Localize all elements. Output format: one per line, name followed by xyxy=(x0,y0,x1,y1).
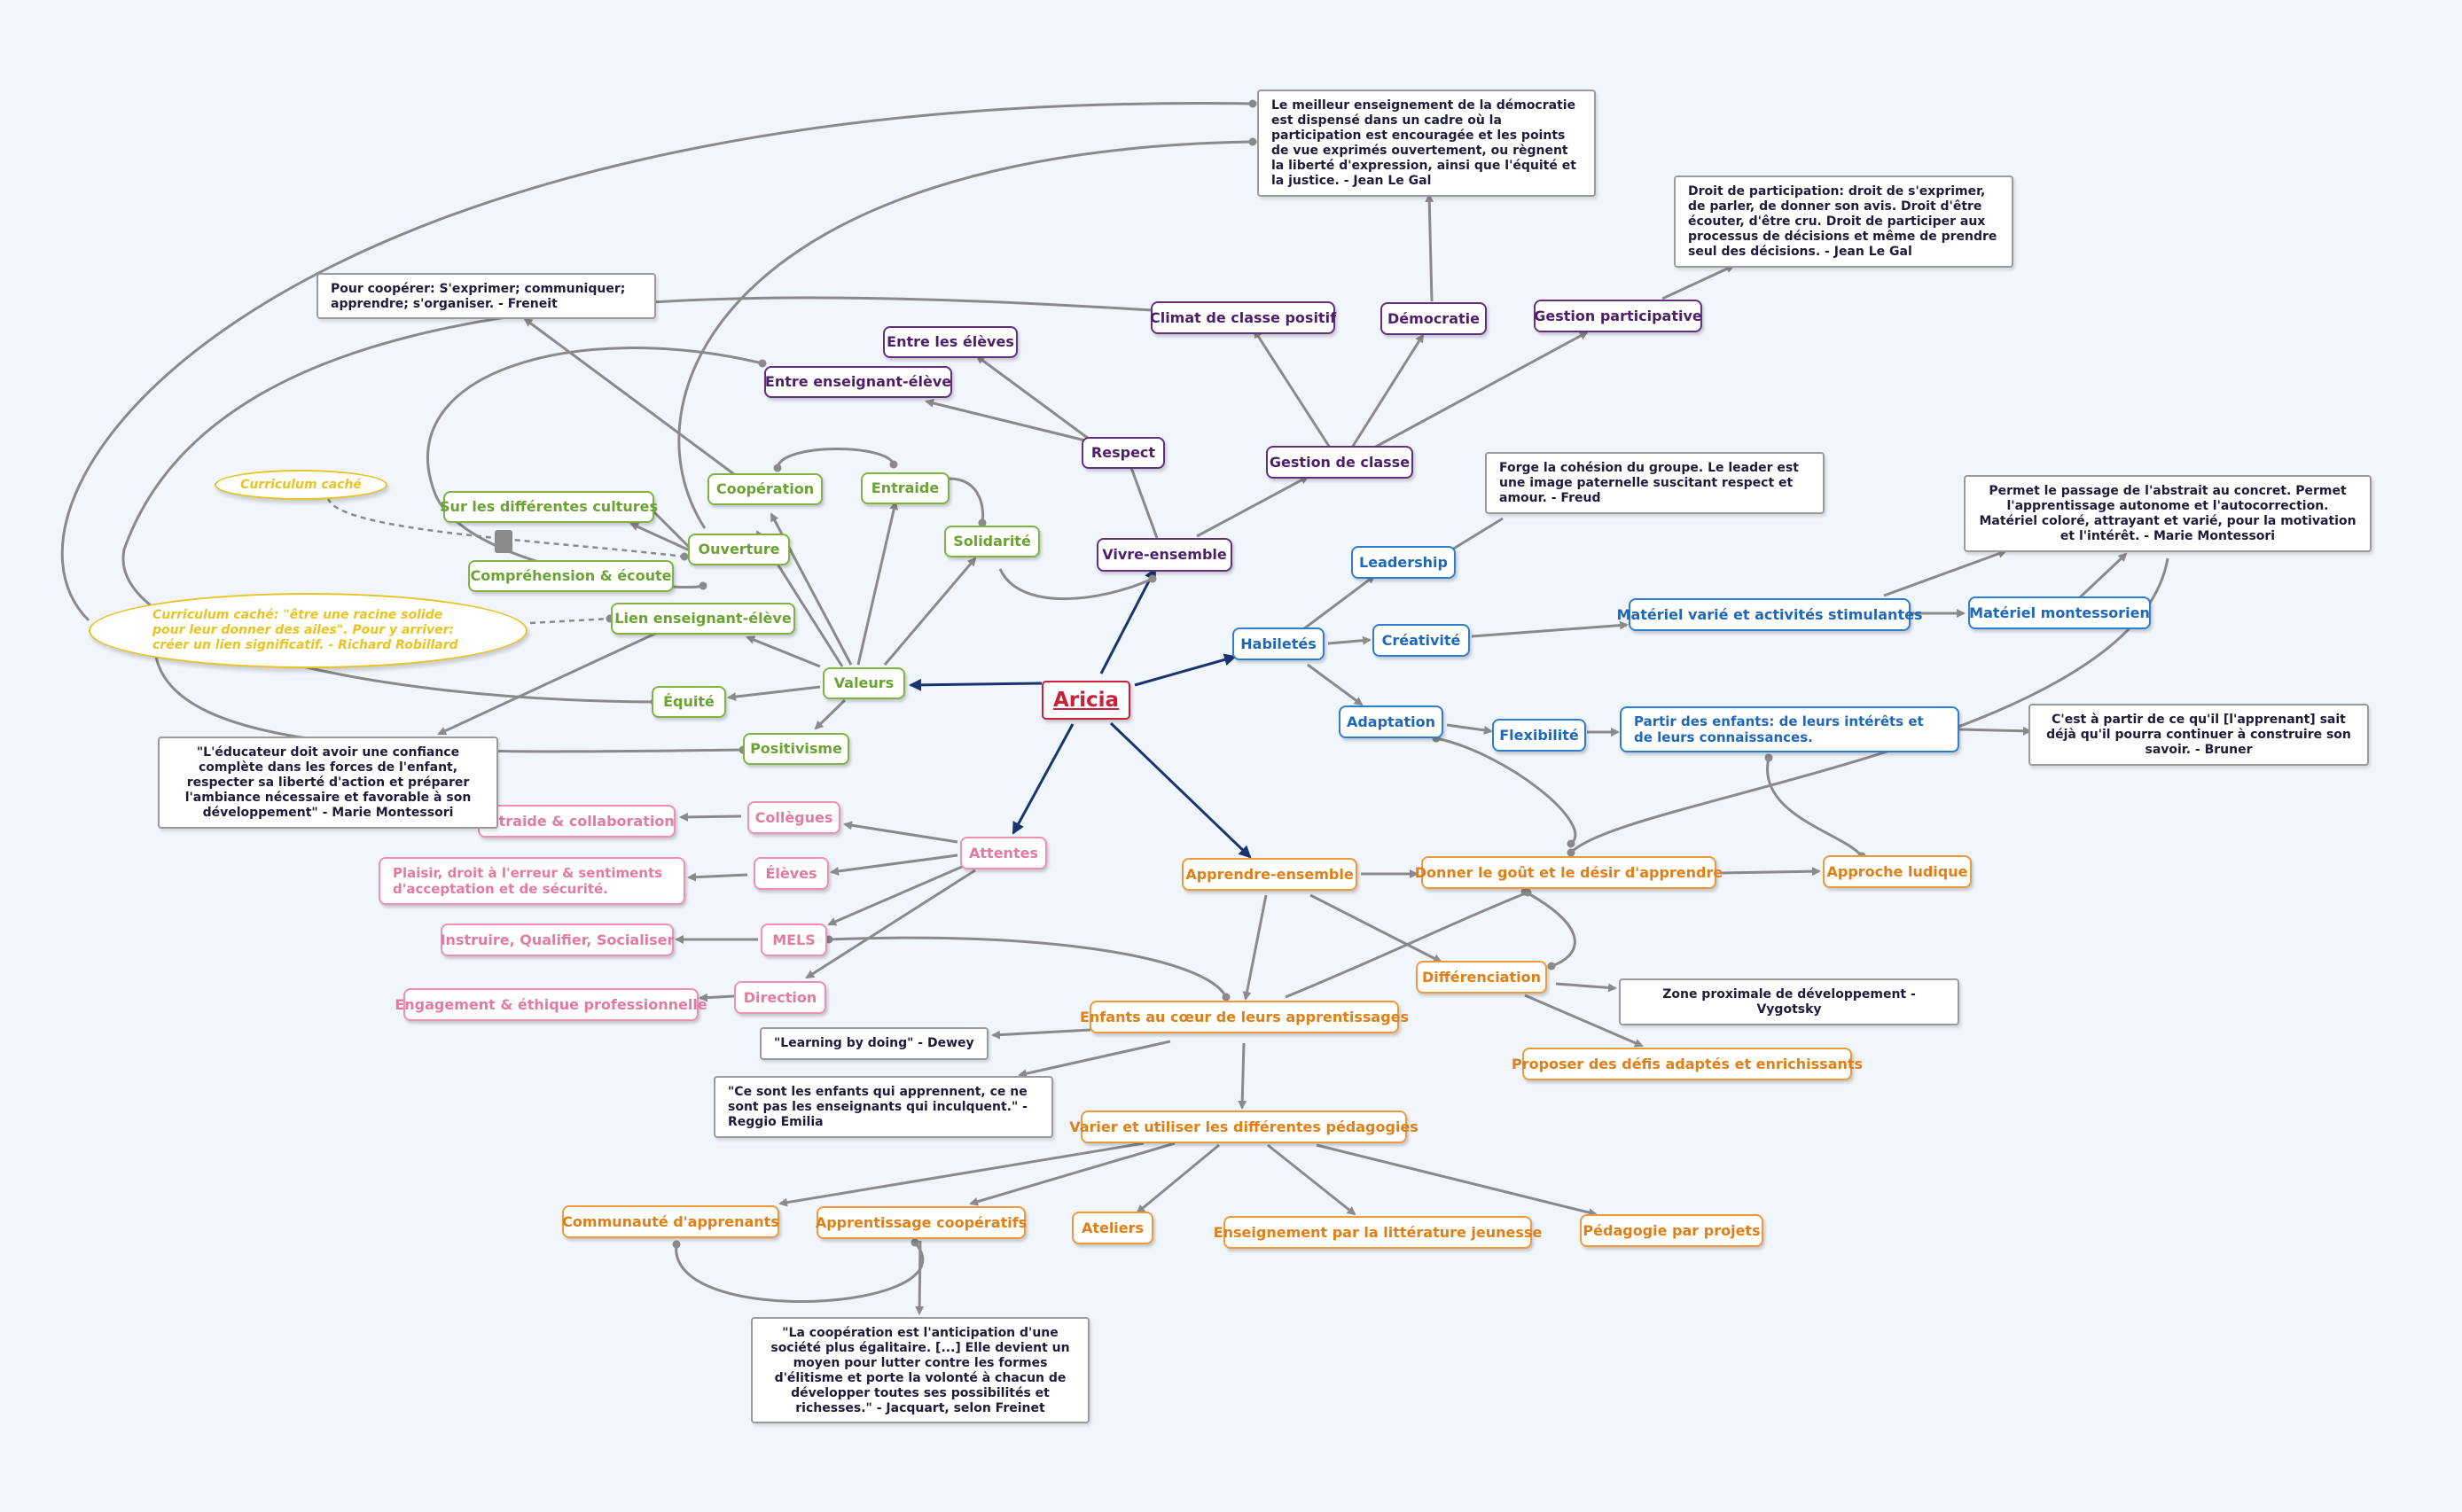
node-donner-gout[interactable]: Donner le goût et le désir d'apprendre xyxy=(1415,856,1723,889)
relationship-curves xyxy=(60,99,2169,1303)
note-bruner: C'est à partir de ce qu'il [l'apprenant]… xyxy=(2028,704,2369,766)
note-dewey: "Learning by doing" - Dewey xyxy=(760,1027,989,1060)
node-materiel-varie[interactable]: Matériel varié et activités stimulantes xyxy=(1617,598,1922,631)
node-positivisme[interactable]: Positivisme xyxy=(743,733,849,765)
note-le-gal-democratie: Le meilleur enseignement de la démocrati… xyxy=(1257,90,1596,197)
node-entraide[interactable]: Entraide xyxy=(861,472,950,504)
node-ouverture[interactable]: Ouverture xyxy=(688,534,790,565)
node-valeurs[interactable]: Valeurs xyxy=(823,667,905,699)
node-instruire[interactable]: Instruire, Qualifier, Socialiser xyxy=(441,924,674,956)
node-entre-enseignant-eleve[interactable]: Entre enseignant-élève xyxy=(764,366,952,398)
curriculum-dashed-links xyxy=(326,497,689,625)
note-droit-participation: Droit de participation: droit de s'expri… xyxy=(1674,175,2013,268)
node-lien[interactable]: Lien enseignant-élève xyxy=(611,603,795,635)
node-entraide-collaboration[interactable]: Entraide & collaboration xyxy=(478,805,676,838)
relationship-marker-icon xyxy=(495,530,512,553)
sub-branch-links xyxy=(437,193,2128,1315)
node-flexibilite[interactable]: Flexibilité xyxy=(1492,719,1586,752)
node-communaute[interactable]: Communauté d'apprenants xyxy=(562,1205,779,1238)
node-mels[interactable]: MELS xyxy=(761,924,827,956)
node-creativite[interactable]: Créativité xyxy=(1372,624,1470,657)
node-entre-eleves[interactable]: Entre les élèves xyxy=(883,326,1018,358)
node-projets[interactable]: Pédagogie par projets xyxy=(1580,1214,1763,1247)
node-comprehension[interactable]: Compréhension & écoute xyxy=(468,560,674,592)
node-solidarite[interactable]: Solidarité xyxy=(944,526,1040,557)
node-plaisir[interactable]: Plaisir, droit à l'erreur & sentiments d… xyxy=(379,857,685,905)
note-vygotsky: Zone proximale de développement - Vygots… xyxy=(1619,978,1959,1025)
note-freud: Forge la cohésion du groupe. Le leader e… xyxy=(1485,452,1825,514)
node-collegues[interactable]: Collègues xyxy=(747,801,840,834)
curriculum-cache-small[interactable]: Curriculum caché xyxy=(215,470,387,500)
node-leadership[interactable]: Leadership xyxy=(1351,546,1456,579)
node-equite[interactable]: Équité xyxy=(652,686,726,718)
node-apprendre-ensemble[interactable]: Apprendre-ensemble xyxy=(1182,858,1357,891)
main-branch-links xyxy=(909,567,1252,859)
node-attentes[interactable]: Attentes xyxy=(960,837,1047,869)
note-freneit: Pour coopérer: S'exprimer; communiquer; … xyxy=(317,273,656,319)
node-cooperation[interactable]: Coopération xyxy=(707,473,823,505)
node-vivre-ensemble[interactable]: Vivre-ensemble xyxy=(1097,538,1232,572)
node-cultures[interactable]: Sur les différentes cultures xyxy=(440,491,658,523)
note-jacquart: "La coopération est l'anticipation d'une… xyxy=(751,1317,1090,1423)
node-differenciation[interactable]: Différenciation xyxy=(1416,961,1547,994)
node-apprentissage-cooperatifs[interactable]: Apprentissage coopératifs xyxy=(816,1206,1027,1239)
node-engagement[interactable]: Engagement & éthique professionnelle xyxy=(395,988,707,1021)
node-adaptation[interactable]: Adaptation xyxy=(1339,705,1443,738)
node-climat-classe[interactable]: Climat de classe positif xyxy=(1150,301,1336,334)
note-reggio: "Ce sont les enfants qui apprennent, ce … xyxy=(714,1076,1053,1138)
node-democratie[interactable]: Démocratie xyxy=(1380,302,1487,335)
curriculum-cache-large[interactable]: Curriculum caché: "être une racine solid… xyxy=(89,593,528,668)
node-litterature[interactable]: Enseignement par la littérature jeunesse xyxy=(1214,1216,1542,1249)
node-varier-pedagogies[interactable]: Varier et utiliser les différentes pédag… xyxy=(1069,1111,1419,1143)
node-enfants-coeur[interactable]: Enfants au cœur de leurs apprentissages xyxy=(1080,1001,1409,1033)
note-montessori-educateur: "L'éducateur doit avoir une confiance co… xyxy=(158,737,498,829)
node-gestion-classe[interactable]: Gestion de classe xyxy=(1266,446,1413,479)
node-eleves[interactable]: Élèves xyxy=(754,857,829,890)
node-respect[interactable]: Respect xyxy=(1082,437,1165,469)
root-node[interactable]: Aricia xyxy=(1042,681,1130,720)
node-partir-enfants[interactable]: Partir des enfants: de leurs intérêts et… xyxy=(1620,706,1959,752)
node-direction[interactable]: Direction xyxy=(734,981,826,1014)
node-approche-ludique[interactable]: Approche ludique xyxy=(1823,855,1972,888)
node-ateliers[interactable]: Ateliers xyxy=(1072,1212,1153,1244)
note-montessori-materiel: Permet le passage de l'abstrait au concr… xyxy=(1964,475,2372,552)
node-gestion-participative[interactable]: Gestion participative xyxy=(1534,300,1702,332)
node-defis[interactable]: Proposer des défis adaptés et enrichissa… xyxy=(1512,1048,1863,1080)
node-habiletes[interactable]: Habiletés xyxy=(1232,627,1325,660)
node-materiel-montessorien[interactable]: Matériel montessorien xyxy=(1968,596,2151,629)
